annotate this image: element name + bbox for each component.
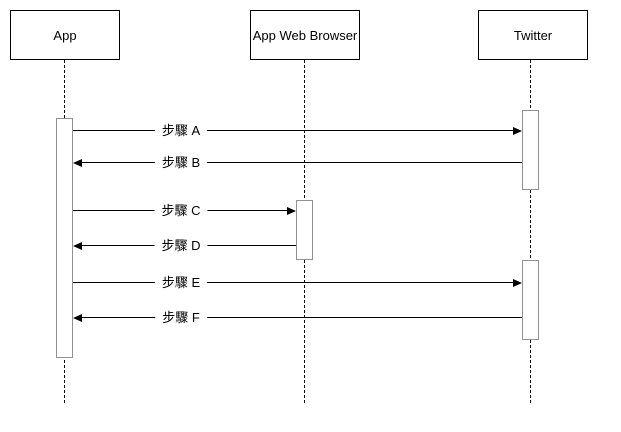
message-label: 步驟 A (154, 123, 208, 139)
arrowhead-right-icon (513, 279, 522, 287)
arrowhead-right-icon (513, 127, 522, 135)
arrowhead-left-icon (73, 159, 82, 167)
message-label: 步驟 D (154, 238, 208, 254)
message-label: 步驟 B (154, 155, 208, 171)
message-line (73, 130, 513, 131)
activation-app (56, 118, 73, 358)
message-line (82, 317, 522, 318)
lifeline-twitter (530, 60, 531, 403)
message-line (73, 282, 513, 283)
message-label: 步驟 C (154, 203, 208, 219)
activation-twitter-2 (522, 260, 539, 340)
actor-box-app-web-browser: App Web Browser (250, 10, 360, 60)
actor-box-twitter: Twitter (478, 10, 588, 60)
actor-box-app: App (10, 10, 120, 60)
message-label: 步驟 F (155, 310, 207, 326)
actor-label-twitter: Twitter (513, 27, 553, 43)
actor-label-app-web-browser: App Web Browser (252, 27, 358, 43)
actor-label-app: App (53, 27, 77, 43)
message-label: 步驟 E (154, 275, 208, 291)
arrowhead-left-icon (73, 242, 82, 250)
activation-app-web-browser (296, 200, 313, 260)
activation-twitter-1 (522, 110, 539, 190)
arrowhead-left-icon (73, 314, 82, 322)
message-line (82, 162, 522, 163)
arrowhead-right-icon (287, 207, 296, 215)
